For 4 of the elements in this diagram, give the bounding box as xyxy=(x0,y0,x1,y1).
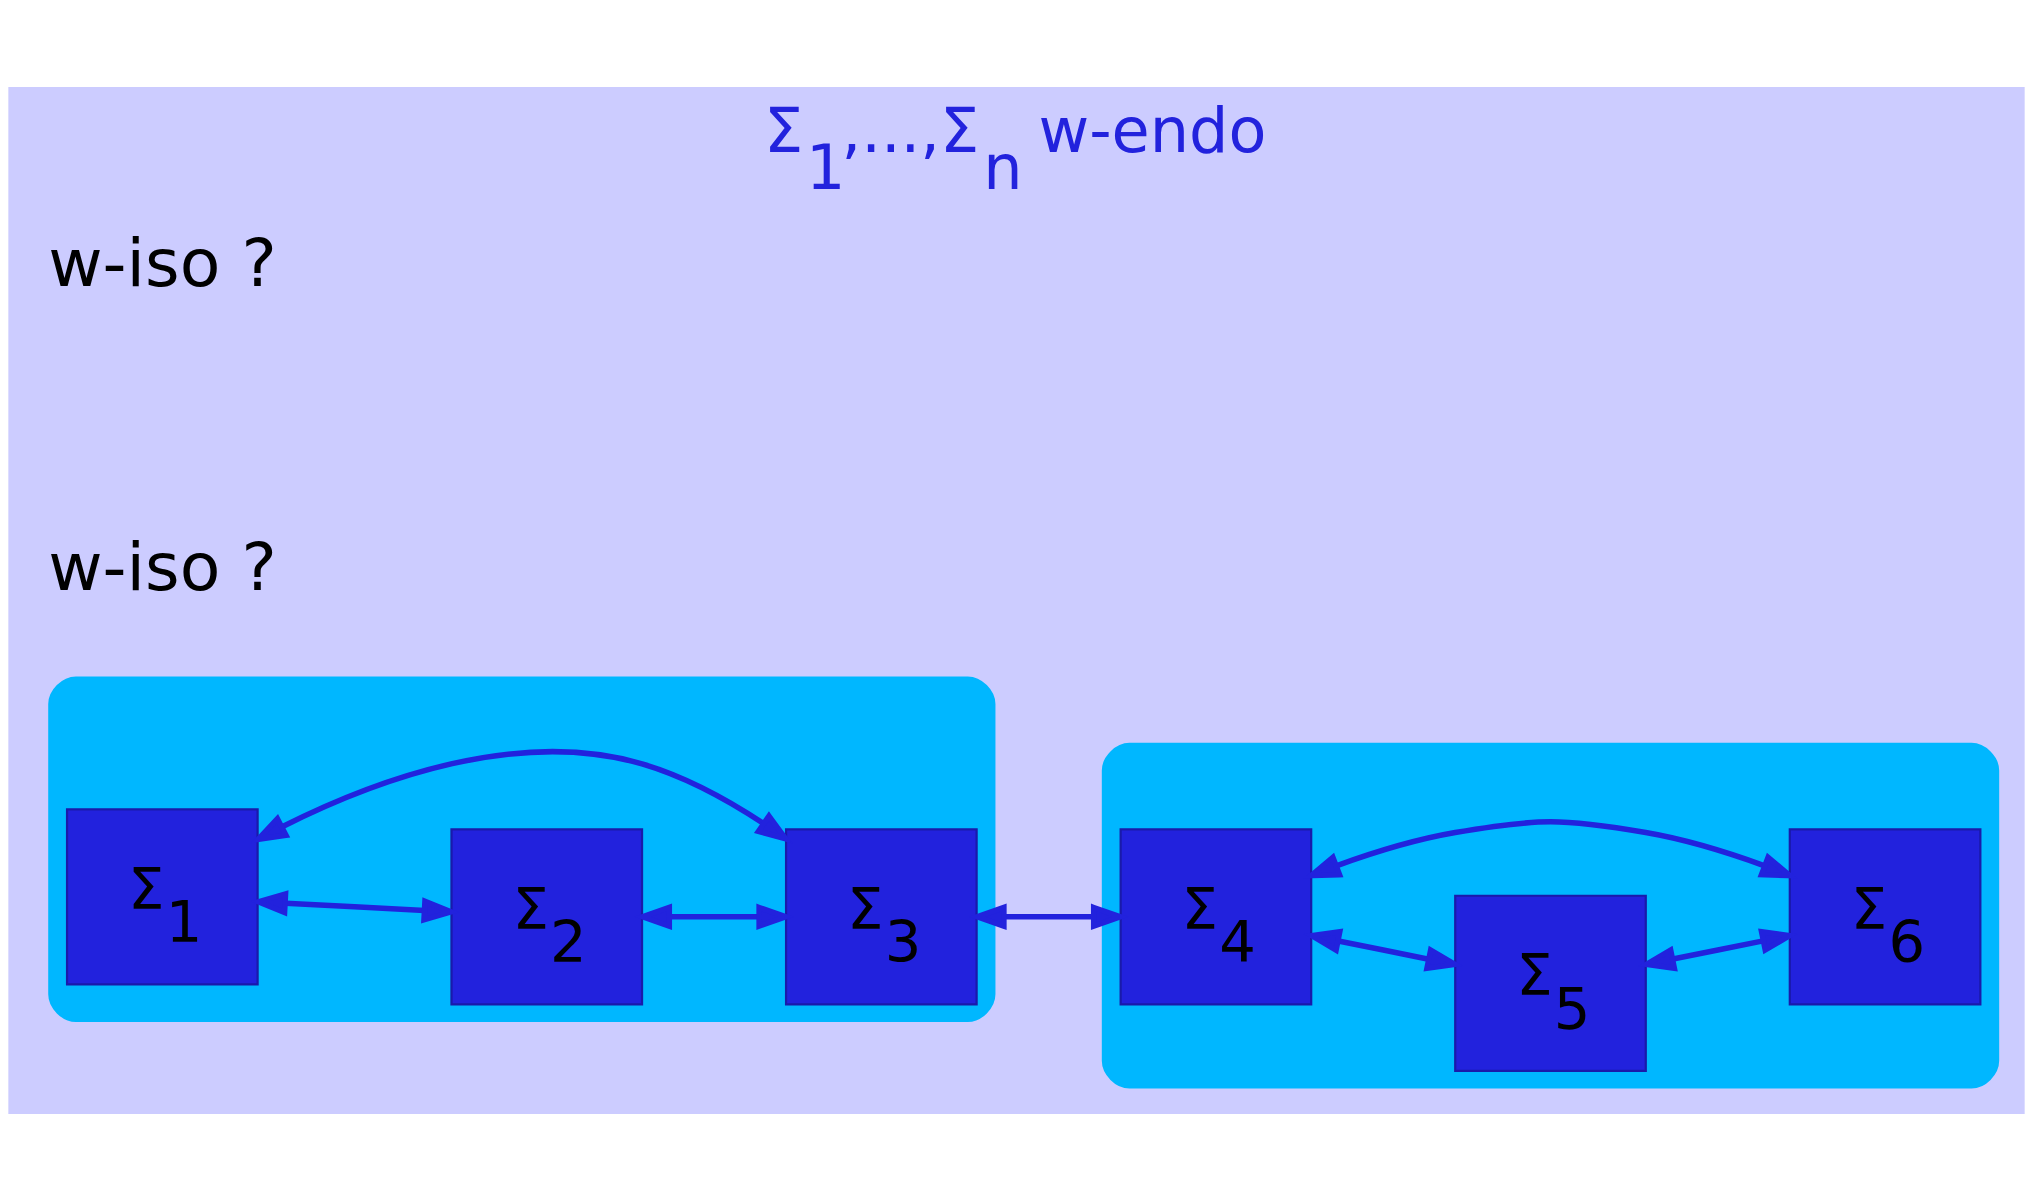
cluster xyxy=(1101,742,2000,1088)
label: w-iso ? xyxy=(48,527,277,606)
cluster xyxy=(48,675,996,1022)
label: w-iso ? xyxy=(48,223,277,302)
